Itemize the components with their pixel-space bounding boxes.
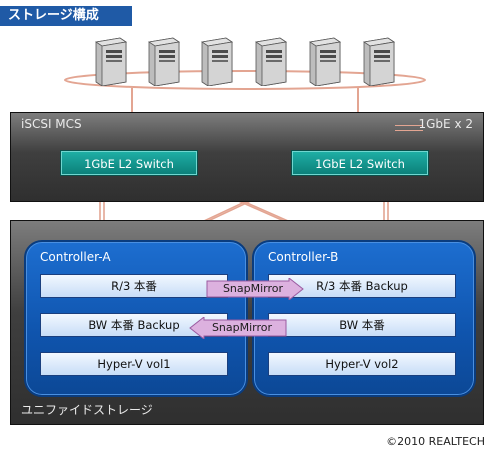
storage-label: ユニファイドストレージ xyxy=(21,403,153,417)
volume-b-2: BW 本番 xyxy=(268,313,456,337)
link-legend-icon xyxy=(395,125,423,131)
volume-a-1: R/3 本番 xyxy=(40,274,228,298)
diagram-title: ストレージ構成 xyxy=(0,6,132,26)
switch-left: 1GbE L2 Switch xyxy=(60,150,198,176)
snapmirror-label-1: SnapMirror xyxy=(222,282,284,295)
server-icon xyxy=(252,36,288,87)
snapmirror-label-2: SnapMirror xyxy=(211,321,273,334)
controller-a-label: Controller-A xyxy=(40,250,111,264)
server-icon xyxy=(198,36,234,87)
server-icon xyxy=(360,36,396,87)
controller-b-label: Controller-B xyxy=(268,250,339,264)
iscsi-label: iSCSI MCS xyxy=(21,117,82,131)
snapmirror-arrow-left-icon xyxy=(189,317,287,339)
snapmirror-arrow-right-icon xyxy=(206,278,304,300)
server-rail xyxy=(64,70,426,90)
copyright-text: ©2010 REALTECH xyxy=(386,435,485,448)
server-icon xyxy=(145,36,181,87)
volume-b-3: Hyper-V vol2 xyxy=(268,352,456,376)
server-icon xyxy=(92,36,128,87)
switch-right: 1GbE L2 Switch xyxy=(291,150,429,176)
link-legend-label: 1GbE x 2 xyxy=(418,117,474,131)
server-icon xyxy=(306,36,342,87)
volume-a-3: Hyper-V vol1 xyxy=(40,352,228,376)
